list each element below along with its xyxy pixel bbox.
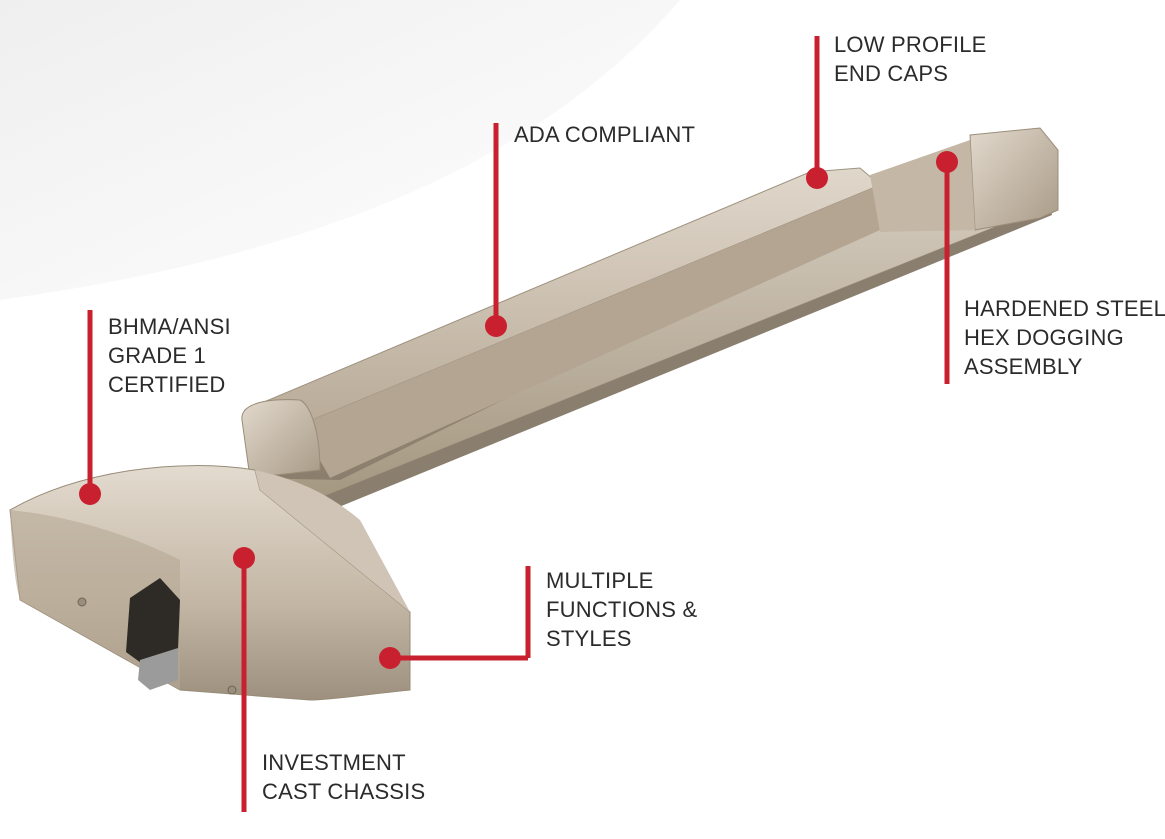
callout-line: END CAPS (834, 61, 949, 86)
callout-investment-cast: INVESTMENT CAST CHASSIS (262, 748, 425, 806)
callout-line: HARDENED STEEL (964, 296, 1165, 321)
callout-line: GRADE 1 (108, 343, 206, 368)
callout-line: ADA COMPLIANT (514, 122, 696, 147)
callout-line: FUNCTIONS & (546, 597, 698, 622)
callout-line: STYLES (546, 626, 632, 651)
callout-bhma-ansi: BHMA/ANSI GRADE 1 CERTIFIED (108, 312, 231, 399)
callout-line: CAST CHASSIS (262, 779, 426, 804)
callout-line: BHMA/ANSI (108, 314, 231, 339)
callout-low-profile-end-caps: LOW PROFILE END CAPS (834, 30, 987, 88)
callout-ada-compliant: ADA COMPLIANT (514, 120, 695, 149)
callout-line: CERTIFIED (108, 372, 226, 397)
callout-line: INVESTMENT (262, 750, 406, 775)
callout-line: ASSEMBLY (964, 354, 1083, 379)
callout-hardened-steel: HARDENED STEEL HEX DOGGING ASSEMBLY (964, 294, 1165, 381)
callout-line: LOW PROFILE (834, 32, 987, 57)
callout-multiple-functions: MULTIPLE FUNCTIONS & STYLES (546, 566, 697, 653)
callout-line: HEX DOGGING (964, 325, 1124, 350)
callout-line: MULTIPLE (546, 568, 654, 593)
